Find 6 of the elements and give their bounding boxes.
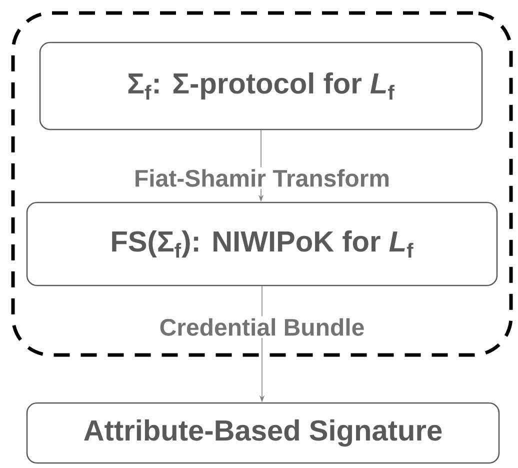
process-box: Attribute-Based Signature	[26, 402, 500, 464]
process-box: FS(Σ$_{f}$): NIWIPoK for L$_{f}$	[26, 202, 498, 286]
dashed-group-border	[11, 11, 513, 357]
process-box: Σ$_{f}$: Σ-protocol for L$_{f}$	[39, 42, 483, 130]
edge-label: Fiat-Shamir Transform	[132, 167, 392, 189]
edge-label: Credential Bundle	[157, 316, 367, 338]
